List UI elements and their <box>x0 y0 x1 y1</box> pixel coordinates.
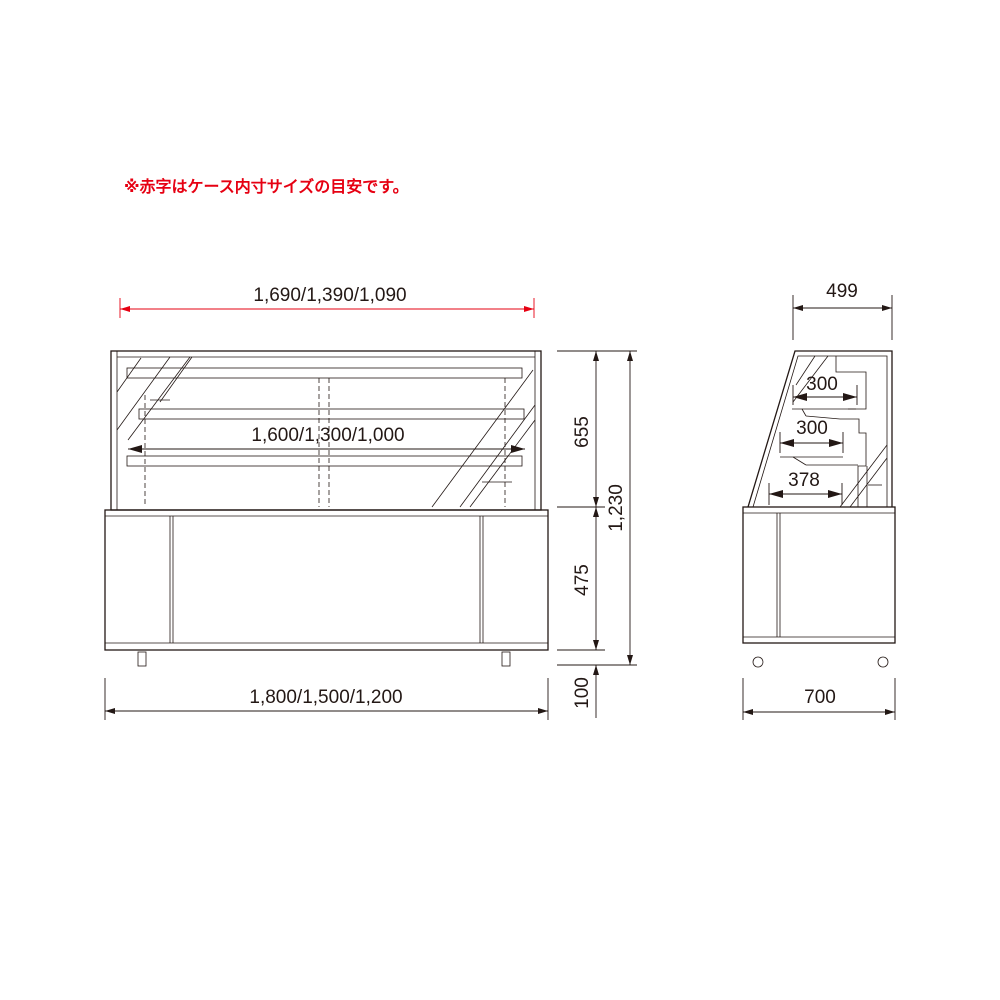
upper-height-label: 655 <box>572 416 593 448</box>
dimension-total-width: 1,800/1,500/1,200 <box>104 678 549 720</box>
total-depth-label: 700 <box>804 687 836 708</box>
total-width-label: 1,800/1,500/1,200 <box>249 687 402 708</box>
shelf1-depth-label: 300 <box>806 374 838 395</box>
display-case-upper <box>110 350 542 511</box>
caster <box>877 656 889 668</box>
floor-depth-label: 378 <box>788 470 820 491</box>
total-height-label: 1,230 <box>606 484 627 532</box>
base-cabinet <box>104 509 549 667</box>
top-depth-label: 499 <box>826 281 858 302</box>
inner-width-label: 1,690/1,390/1,090 <box>253 285 406 306</box>
caster <box>752 656 764 668</box>
side-view: 499 300 300 378 700 <box>742 281 896 720</box>
leg <box>137 651 147 667</box>
dimension-inner-width: 1,690/1,390/1,090 <box>119 285 535 318</box>
shelf2-depth-label: 300 <box>796 418 828 439</box>
base-height-label: 475 <box>572 564 593 596</box>
dimension-top-depth: 499 <box>792 281 893 340</box>
shelf-width-label: 1,600/1,300/1,000 <box>251 425 404 446</box>
side-upper <box>747 350 893 508</box>
dimension-shelf-depths: 300 300 378 <box>768 374 858 505</box>
dimension-heights: 655 475 100 1,230 <box>557 350 637 718</box>
dimension-total-depth: 700 <box>742 678 896 720</box>
leg-height-label: 100 <box>572 677 593 709</box>
glass-reflection <box>116 356 536 508</box>
inner-size-note: ※赤字はケース内寸サイズの目安です。 <box>124 177 409 196</box>
dimension-shelf-width: 1,600/1,300/1,000 <box>128 425 525 453</box>
leg <box>501 651 511 667</box>
side-base <box>742 506 896 668</box>
front-view: 1,690/1,390/1,090 1,600/1,300/1,000 1,80… <box>104 285 637 720</box>
